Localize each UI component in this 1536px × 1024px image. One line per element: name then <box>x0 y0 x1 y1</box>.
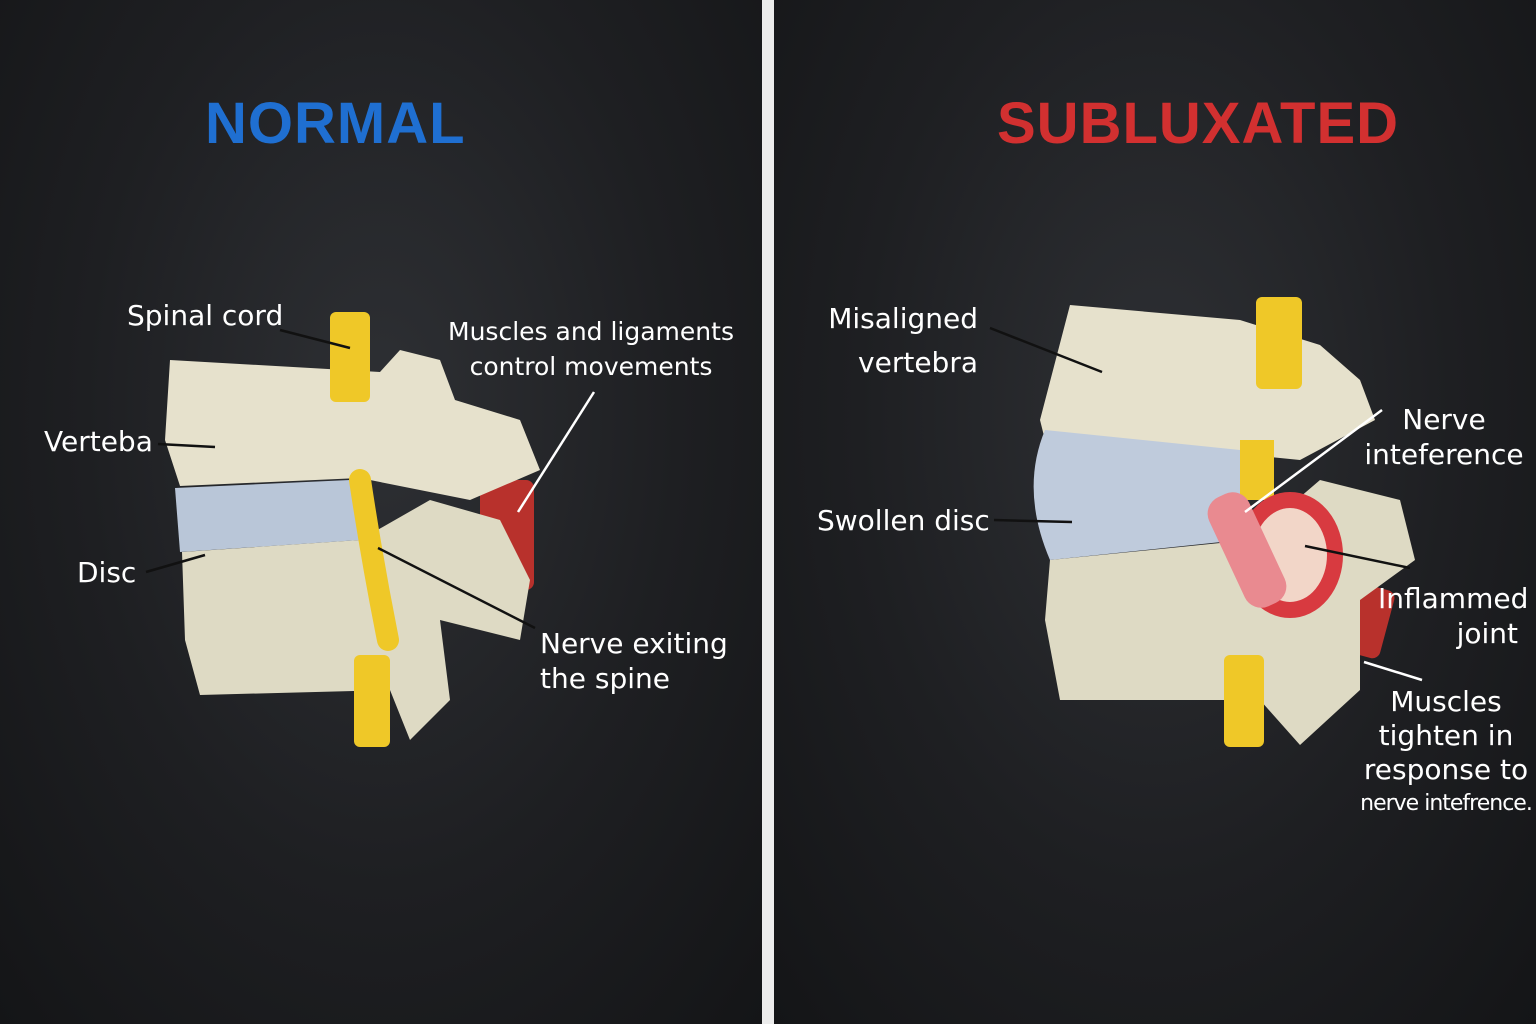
label-line: Misaligned <box>828 302 978 335</box>
label-muscles-ligaments: Muscles and ligaments control movements <box>446 314 736 384</box>
label-vertebra: Verteba <box>44 425 153 458</box>
normal-leader-lines <box>145 328 536 630</box>
label-line: Nerve exiting <box>540 627 728 660</box>
label-line: Muscles and ligaments <box>448 317 734 346</box>
subluxated-title: SUBLUXATED <box>997 91 1400 156</box>
spinal-cord-lower <box>354 655 390 747</box>
label-inflamed-joint: Inflammed joint <box>1378 581 1529 651</box>
label-nerve-exiting: Nerve exiting the spine <box>540 626 728 696</box>
label-line: tighten in <box>1378 719 1514 752</box>
upper-vertebra <box>165 350 540 500</box>
label-line: Inflammed <box>1378 582 1529 615</box>
label-nerve-interference: Nerve inteference <box>1364 402 1524 472</box>
label-spinal-cord: Spinal cord <box>127 299 284 332</box>
label-swollen-disc: Swollen disc <box>817 504 990 537</box>
label-misaligned-vertebra: Misaligned vertebra <box>820 297 978 385</box>
label-line: inteference <box>1364 438 1524 471</box>
swollen-disc <box>1033 430 1240 560</box>
disc <box>175 480 360 552</box>
label-line: the spine <box>540 662 670 695</box>
normal-spine-illustration <box>145 312 596 747</box>
label-line: Muscles <box>1390 685 1502 718</box>
subluxated-spine-illustration <box>989 297 1423 747</box>
subluxated-leader-lines <box>989 326 1411 570</box>
label-line: response to <box>1363 753 1529 786</box>
spinal-cord-mid <box>1240 440 1274 500</box>
normal-panel <box>0 0 762 1024</box>
lower-vertebra <box>182 500 530 740</box>
label-line: Nerve <box>1402 403 1486 436</box>
spinal-cord-lower <box>1224 655 1264 747</box>
normal-title: NORMAL <box>205 91 466 156</box>
inflamed-nerve <box>1207 492 1287 608</box>
spinal-cord-upper <box>1256 297 1302 389</box>
exiting-nerve <box>349 469 399 651</box>
label-muscles-tighten: Muscles tighten in response to nerve int… <box>1356 685 1536 821</box>
label-disc: Disc <box>77 556 137 589</box>
label-line: nerve intefrence. <box>1360 791 1533 816</box>
spinal-cord-upper <box>330 312 370 402</box>
label-line: joint <box>1456 617 1518 650</box>
label-line: vertebra <box>858 346 978 379</box>
panel-divider <box>762 0 774 1024</box>
label-line: control movements <box>469 352 713 381</box>
